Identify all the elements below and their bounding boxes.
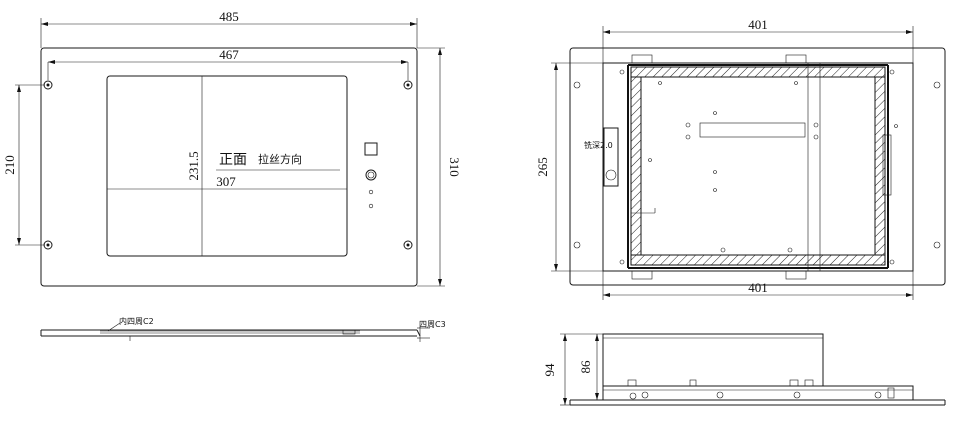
front-led-2 <box>368 203 374 209</box>
dim-467: 467 <box>219 47 239 62</box>
back-view: 401 401 265 铣深2.0 <box>535 17 946 300</box>
front-mounting-holes <box>43 80 413 250</box>
front-side-view: 内四周C2 四周C3 <box>40 316 446 342</box>
dim-265: 265 <box>535 157 550 177</box>
dim-307: 307 <box>216 174 236 189</box>
back-slot <box>699 122 806 138</box>
label-inner-chamfer: 内四周C2 <box>119 316 154 326</box>
front-view: 485 467 210 310 231.5 307 正面 拉丝方向 <box>2 9 462 287</box>
back-housing <box>602 62 914 272</box>
dim-86: 86 <box>578 360 593 374</box>
front-window <box>106 75 348 257</box>
dim-210: 210 <box>2 155 17 175</box>
back-panel-outline <box>569 47 946 286</box>
dim-310: 310 <box>447 157 462 177</box>
dim-485: 485 <box>219 9 239 24</box>
dim-231-5: 231.5 <box>186 151 201 180</box>
dim-401-top: 401 <box>748 17 768 32</box>
label-outer-chamfer: 四周C3 <box>419 320 446 329</box>
label-brush-direction: 拉丝方向 <box>258 152 302 166</box>
front-knob <box>365 169 377 181</box>
back-side-view: 94 86 <box>542 333 946 406</box>
back-hatched-frame <box>630 66 886 266</box>
front-power-button <box>364 142 378 156</box>
back-mounting-holes <box>573 69 941 265</box>
label-milled-depth: 铣深2.0 <box>584 140 613 150</box>
side-bosses <box>627 379 895 400</box>
dim-401-bottom: 401 <box>748 280 768 295</box>
label-front-face: 正面 <box>219 152 247 168</box>
side-body <box>602 333 824 387</box>
front-panel-outline <box>40 47 418 287</box>
front-led-1 <box>368 189 374 195</box>
dim-94: 94 <box>542 363 557 377</box>
